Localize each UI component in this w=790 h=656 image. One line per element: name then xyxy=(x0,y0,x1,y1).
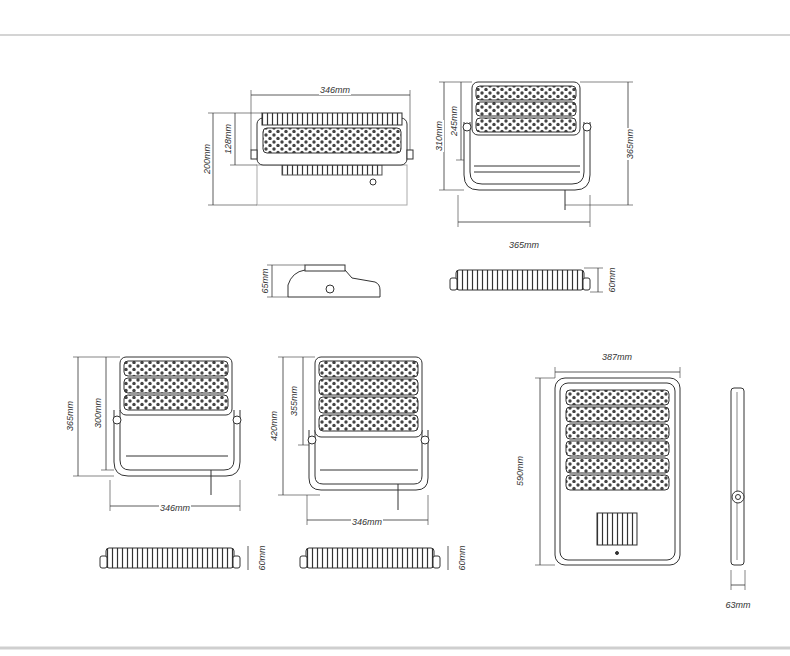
dimension-text: 365mm xyxy=(625,128,635,160)
dimension-text: 365mm xyxy=(508,240,540,250)
dimension-text: 365mm xyxy=(65,400,75,432)
dimension-label: 420mm xyxy=(263,410,281,442)
dimension-label: 63mm xyxy=(724,594,751,612)
dimension-label: 60mm xyxy=(251,544,269,571)
dimension-label: 365mm xyxy=(508,234,540,252)
view-bottom-3 xyxy=(300,546,448,570)
view-side-large xyxy=(731,388,745,590)
dimension-label: 200mm xyxy=(196,143,214,175)
view-front-6-rows xyxy=(535,367,680,565)
dimension-label: 310mm xyxy=(428,120,446,152)
dimension-text: 245mm xyxy=(449,105,459,137)
dimension-text: 346mm xyxy=(351,517,383,527)
dimension-text: 63mm xyxy=(724,600,751,610)
dimension-label: 365mm xyxy=(59,400,77,432)
sheet-rules xyxy=(0,35,790,648)
dimension-label: 346mm xyxy=(319,79,351,97)
dimension-text: 346mm xyxy=(319,85,351,95)
dimension-label: 346mm xyxy=(351,511,383,529)
dimension-text: 387mm xyxy=(601,352,633,362)
dimension-text: 355mm xyxy=(289,385,299,417)
view-side-small xyxy=(267,265,380,297)
view-front-3-rows xyxy=(73,357,241,511)
dimension-label: 60mm xyxy=(451,544,469,571)
dimension-label: 346mm xyxy=(159,497,191,515)
dimension-text: 60mm xyxy=(257,544,267,571)
dimension-label: 365mm xyxy=(619,128,637,160)
dimension-label: 245mm xyxy=(443,105,461,137)
dimension-label: 128mm xyxy=(217,123,235,155)
view-front-yoke xyxy=(439,82,633,227)
dimension-text: 128mm xyxy=(223,123,233,155)
view-front-top xyxy=(208,90,413,205)
dimension-label: 300mm xyxy=(87,397,105,429)
dimension-text: 300mm xyxy=(93,397,103,429)
view-bottom-1 xyxy=(450,268,603,292)
dimension-text: 346mm xyxy=(159,503,191,513)
dimension-text: 590mm xyxy=(515,455,525,487)
view-front-4-rows xyxy=(278,357,429,525)
dimension-label: 60mm xyxy=(601,266,619,293)
dimension-text: 420mm xyxy=(269,410,279,442)
dimension-text: 310mm xyxy=(434,120,444,152)
view-bottom-2 xyxy=(100,546,248,570)
dimension-label: 590mm xyxy=(509,455,527,487)
dimension-text: 60mm xyxy=(607,266,617,293)
dimension-label: 387mm xyxy=(601,346,633,364)
dimension-label: 65mm xyxy=(254,267,272,294)
dimension-label: 355mm xyxy=(283,385,301,417)
dimension-text: 60mm xyxy=(457,544,467,571)
dimension-text: 200mm xyxy=(202,143,212,175)
dimension-text: 65mm xyxy=(260,267,270,294)
